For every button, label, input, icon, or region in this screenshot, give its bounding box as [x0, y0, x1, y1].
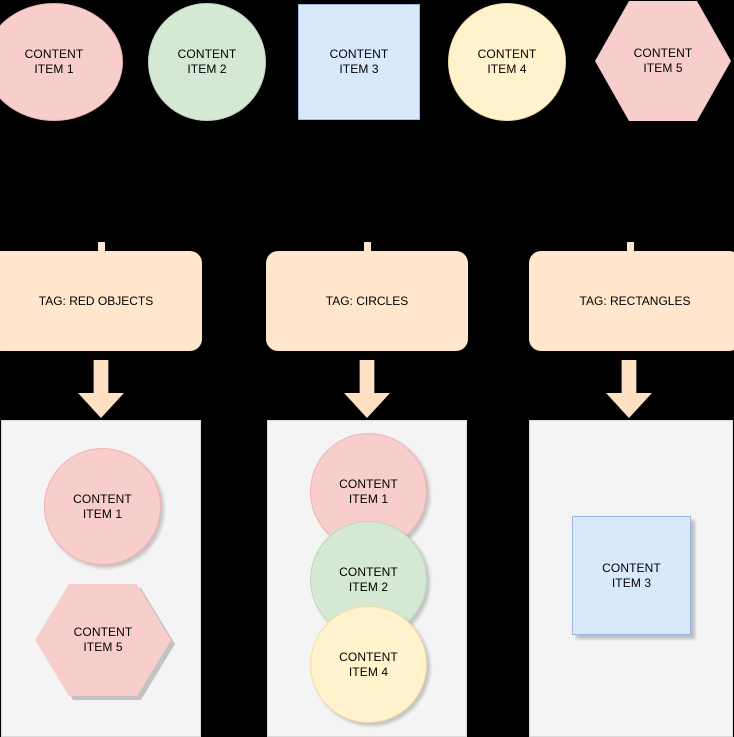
arrow-red-objects-icon — [78, 360, 124, 418]
panel-red-objects: CONTENT ITEM 1 CONTENT ITEM 5 — [1, 420, 201, 737]
content-item-2[interactable]: CONTENT ITEM 2 — [148, 3, 266, 121]
panel-rectangles: CONTENT ITEM 3 — [529, 420, 733, 737]
tag-rectangles[interactable]: TAG: RECTANGLES — [529, 251, 734, 351]
shape-label: CONTENT ITEM 5 — [73, 625, 133, 654]
tag-red-objects-label: TAG: RED OBJECTS — [38, 294, 154, 308]
shape-label: CONTENT ITEM 1 — [24, 47, 84, 76]
shape-label: CONTENT ITEM 4 — [339, 649, 398, 679]
shape-label: CONTENT ITEM 2 — [177, 47, 237, 76]
tag-circles-label: TAG: CIRCLES — [325, 294, 409, 308]
content-item-4[interactable]: CONTENT ITEM 4 — [448, 3, 566, 121]
content-item-5[interactable]: CONTENT ITEM 5 — [595, 1, 731, 121]
p3-content-item-3[interactable]: CONTENT ITEM 3 — [572, 516, 691, 635]
content-item-3[interactable]: CONTENT ITEM 3 — [298, 4, 420, 120]
shape-label: CONTENT ITEM 3 — [602, 560, 661, 590]
tag-circles[interactable]: TAG: CIRCLES — [266, 251, 468, 351]
shape-label: CONTENT ITEM 3 — [329, 47, 389, 76]
shape-label: CONTENT ITEM 2 — [339, 564, 398, 594]
p1-content-item-1[interactable]: CONTENT ITEM 1 — [44, 448, 161, 565]
tag-circles-connector-stub — [364, 242, 371, 254]
p2-content-item-4[interactable]: CONTENT ITEM 4 — [310, 606, 427, 723]
shape-label: CONTENT ITEM 1 — [339, 476, 398, 506]
arrow-circles-icon — [344, 360, 390, 418]
tag-red-objects[interactable]: TAG: RED OBJECTS — [0, 251, 202, 351]
shape-label: CONTENT ITEM 5 — [633, 46, 693, 75]
shape-label: CONTENT ITEM 1 — [73, 491, 132, 521]
shape-label: CONTENT ITEM 4 — [477, 47, 537, 76]
content-item-1[interactable]: CONTENT ITEM 1 — [0, 3, 123, 121]
panel-circles: CONTENT ITEM 1 CONTENT ITEM 2 CONTENT ITEM… — [267, 420, 467, 737]
arrow-rectangles-icon — [606, 360, 652, 418]
tag-red-objects-connector-stub — [98, 242, 105, 254]
tag-rectangles-connector-stub — [627, 242, 634, 254]
tag-rectangles-label: TAG: RECTANGLES — [579, 294, 691, 308]
